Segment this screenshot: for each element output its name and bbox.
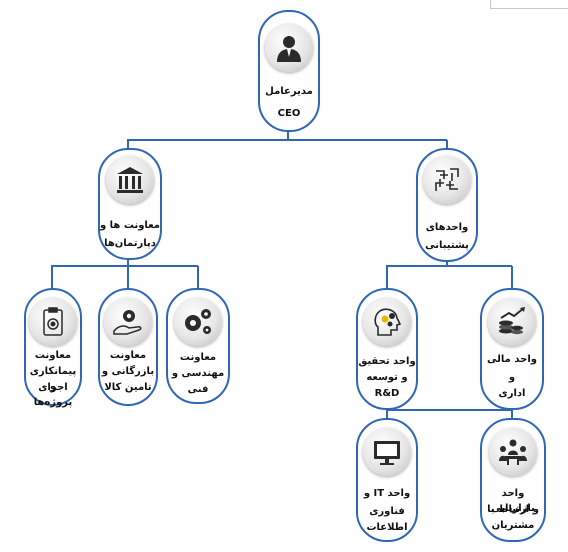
handshake-icon — [423, 156, 471, 204]
support-rnd-line3: R&D — [374, 388, 400, 399]
support-marketing-line3: مشتریان — [491, 520, 535, 531]
support-finance-line2: و — [508, 372, 516, 383]
deputy-commerce-line2: بازرگانی و — [101, 366, 155, 377]
support-rnd-line1: واحد تحقیق — [358, 356, 416, 367]
meeting-icon — [489, 428, 537, 476]
support-rnd-line2: و توسعه — [366, 372, 408, 383]
support-marketing-line1: واحد بازاریابی — [491, 488, 535, 514]
deputy-engineering-line1: معاونت — [179, 352, 217, 363]
person-icon — [265, 24, 313, 72]
support-finance-line1: واحد مالی — [487, 354, 537, 365]
node-deputies[interactable]: معاونت ها و دپارتمان‌ها — [98, 148, 162, 260]
deputies-title: معاونت ها و — [99, 220, 160, 231]
support-it-line2: فناوری — [369, 506, 405, 517]
support-it-line1: واحد IT و — [363, 488, 411, 499]
node-deputy-engineering[interactable]: معاونت مهندسی و فنی — [166, 288, 230, 404]
node-support-finance[interactable]: واحد مالی و اداری — [480, 288, 544, 410]
deputy-commerce-line3: تامین کالا — [104, 382, 152, 393]
ceo-subtitle: CEO — [277, 108, 301, 119]
node-deputy-commerce[interactable]: معاونت بازرگانی و تامین کالا — [98, 288, 158, 406]
ceo-title: مدیرعامل — [265, 86, 313, 97]
support-marketing-line2: و ارتباط با — [487, 504, 539, 515]
support-finance-line3: اداری — [498, 388, 526, 399]
coins-chart-icon — [488, 298, 536, 346]
people-gears-icon — [174, 298, 222, 346]
deputies-subtitle: دپارتمان‌ها — [104, 238, 156, 249]
deputy-engineering-line3: فنی — [187, 384, 209, 395]
support-it-line3: اطلاعات — [366, 522, 408, 533]
node-deputy-contracting[interactable]: معاونت پیمانکاری و اجرای پروژه‌ها — [24, 288, 82, 408]
node-support-marketing[interactable]: واحد بازاریابی و ارتباط با مشتریان — [480, 418, 546, 542]
deputy-contracting-line3: اجرای پروژه‌ها — [33, 382, 73, 408]
deputy-engineering-line2: مهندسی و — [171, 368, 225, 379]
monitor-icon — [363, 428, 411, 476]
node-support-units[interactable]: واحدهای پشتیبانی — [416, 148, 478, 262]
deputy-commerce-line1: معاونت — [109, 350, 147, 361]
clipboard-gear-icon — [29, 298, 77, 346]
support-title: واحدهای — [425, 222, 469, 233]
deputy-contracting-line2: پیمانکاری و — [29, 366, 77, 392]
support-subtitle: پشتیبانی — [425, 240, 469, 251]
node-support-rnd[interactable]: واحد تحقیق و توسعه R&D — [356, 288, 418, 410]
connector-ceo-branch — [127, 132, 289, 150]
node-ceo[interactable]: مدیرعامل CEO — [258, 10, 320, 132]
connector-deputies-branch — [51, 258, 129, 290]
building-icon — [106, 156, 154, 204]
corner-decoration — [490, 0, 568, 9]
deputy-contracting-line1: معاونت — [34, 350, 72, 361]
connector-support-branch — [386, 260, 448, 290]
node-support-it[interactable]: واحد IT و فناوری اطلاعات — [356, 418, 418, 542]
hand-gear-icon — [104, 298, 152, 346]
head-gears-icon — [363, 298, 411, 346]
